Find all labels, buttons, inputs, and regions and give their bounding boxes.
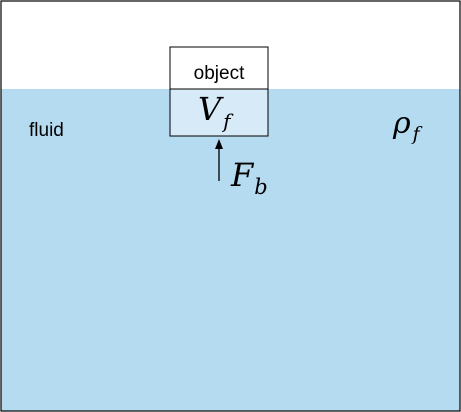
buoyant-force-symbol: Fb	[230, 156, 268, 199]
object-submerged-part	[169, 88, 269, 137]
displaced-volume-main: V	[198, 90, 224, 128]
fluid-label: fluid	[29, 120, 64, 141]
object-label: object	[194, 63, 245, 84]
buoyant-force-main: F	[230, 156, 255, 194]
object-above-surface	[169, 46, 269, 90]
buoyant-force-subscript: b	[254, 175, 267, 199]
fluid-region	[1, 89, 460, 411]
fluid-density-subscript: f	[411, 123, 423, 145]
fluid-density-main: ρ	[392, 106, 411, 141]
buoyant-force-arrowhead	[215, 139, 223, 149]
